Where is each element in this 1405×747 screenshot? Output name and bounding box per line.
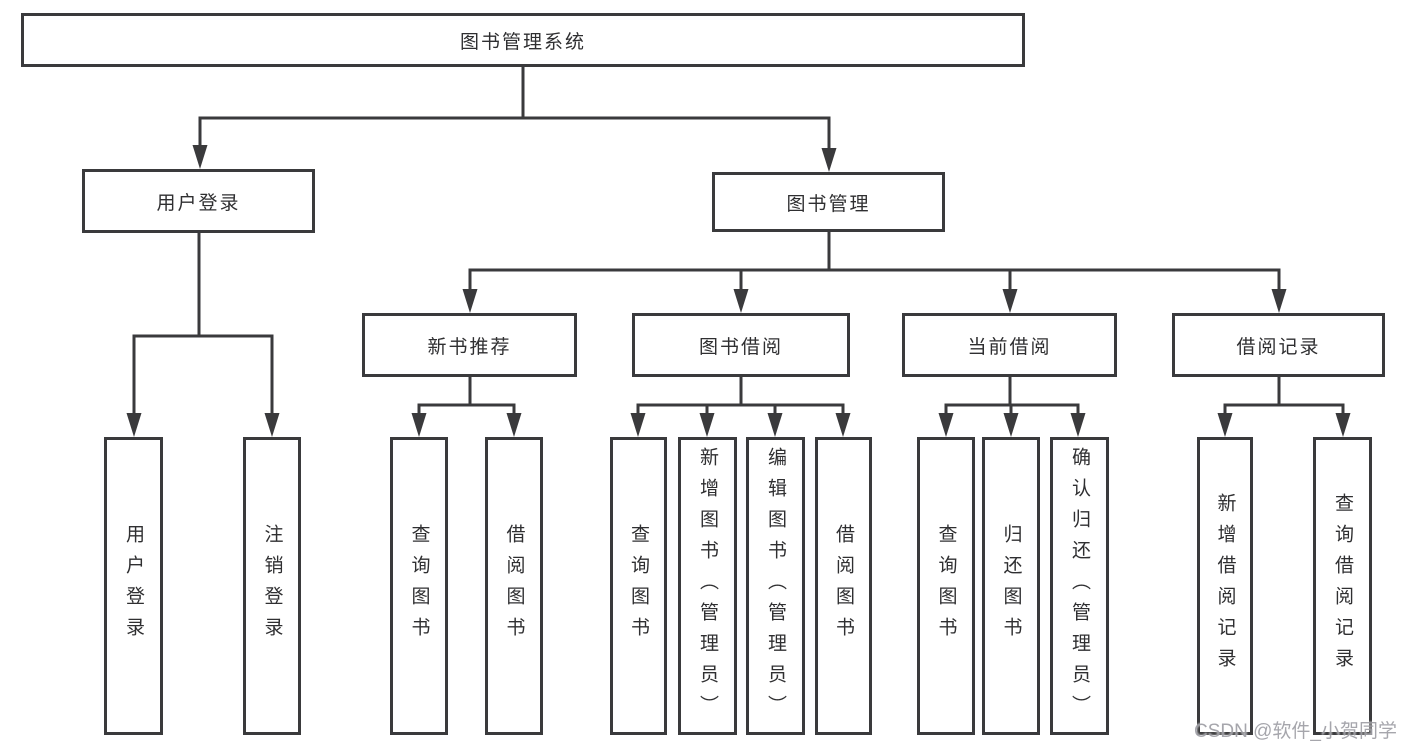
tree-branch-lines [132, 65, 1345, 418]
node-leaf-query-books-3: 查询图书 [917, 437, 975, 735]
node-book-borrowing: 图书借阅 [632, 313, 850, 377]
node-label: 借阅图书 [503, 524, 525, 648]
node-label: 用户登录 [123, 524, 144, 648]
node-label: 借阅图书 [833, 524, 854, 648]
node-label: 注销登录 [261, 524, 283, 648]
node-label: 新书推荐 [427, 336, 512, 358]
node-leaf-return-books: 归还图书 [982, 437, 1040, 735]
node-leaf-edit-book-admin: 编辑图书（管理员） [746, 437, 805, 735]
arrowheads [126, 145, 1351, 437]
node-leaf-user-login: 用户登录 [104, 437, 163, 735]
node-leaf-borrow-books-1: 借阅图书 [485, 437, 543, 735]
node-label: 图书借阅 [698, 336, 783, 358]
node-new-book-recommendation: 新书推荐 [362, 313, 577, 377]
node-label: 新增借阅记录 [1214, 493, 1236, 679]
node-label: 查询图书 [628, 524, 649, 648]
node-leaf-add-borrow-record: 新增借阅记录 [1197, 437, 1253, 735]
node-label: 编辑图书（管理员） [765, 446, 786, 726]
node-leaf-confirm-return-admin: 确认归还（管理员） [1050, 437, 1109, 735]
node-leaf-query-borrow-records: 查询借阅记录 [1313, 437, 1372, 735]
node-leaf-query-books-2: 查询图书 [610, 437, 667, 735]
node-leaf-add-book-admin: 新增图书（管理员） [678, 437, 737, 735]
node-label: 用户登录 [156, 192, 241, 214]
node-label: 新增图书（管理员） [697, 446, 718, 726]
node-label: 查询借阅记录 [1332, 493, 1353, 679]
csdn-watermark: CSDN @软件_小贺同学 [1194, 721, 1397, 742]
node-leaf-borrow-books-2: 借阅图书 [815, 437, 872, 735]
node-label: 归还图书 [1000, 524, 1022, 648]
node-book-management: 图书管理 [712, 172, 945, 232]
node-label: 查询图书 [935, 524, 957, 648]
node-label: 图书管理系统 [459, 31, 586, 53]
node-label: 当前借阅 [967, 336, 1052, 358]
node-label: 确认归还（管理员） [1069, 446, 1090, 726]
node-user-login: 用户登录 [82, 169, 315, 233]
node-label: 查询图书 [408, 524, 430, 648]
node-leaf-query-books-1: 查询图书 [390, 437, 448, 735]
node-label: 图书管理 [786, 193, 871, 215]
node-label: 借阅记录 [1236, 336, 1321, 358]
node-current-borrowing: 当前借阅 [902, 313, 1117, 377]
node-borrowing-records: 借阅记录 [1172, 313, 1385, 377]
node-library-management-system: 图书管理系统 [21, 13, 1025, 67]
node-leaf-logout: 注销登录 [243, 437, 301, 735]
